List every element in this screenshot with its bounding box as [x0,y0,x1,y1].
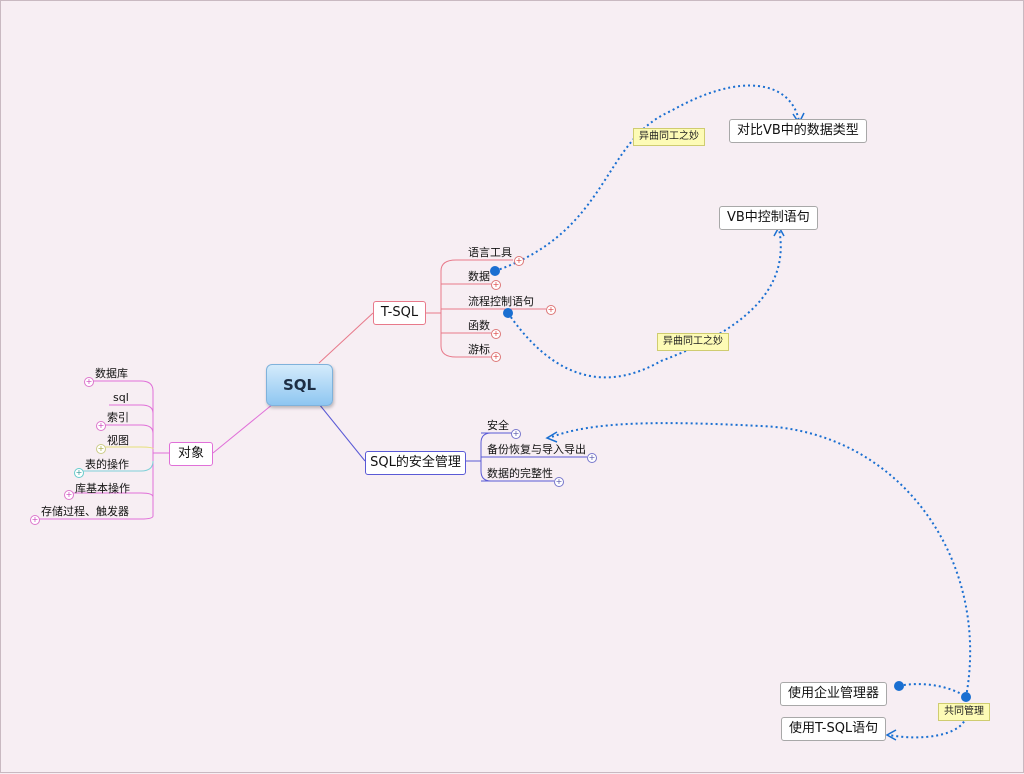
subtopic-sql[interactable]: sql [113,391,129,404]
expand-icon[interactable]: + [64,490,74,500]
expand-icon[interactable]: + [84,377,94,387]
expand-icon[interactable]: + [587,453,597,463]
expand-icon[interactable]: + [74,468,84,478]
arrow-tsqlstmt [885,729,897,741]
expand-icon[interactable]: + [546,305,556,315]
subtopic-safety[interactable]: 安全 [487,419,509,432]
subtopic-integrity[interactable]: 数据的完整性 [487,467,553,480]
expand-icon[interactable]: + [511,429,521,439]
expand-icon[interactable]: + [514,256,524,266]
link-root-objects [212,403,274,454]
root-topic[interactable]: SQL [266,364,333,406]
relation-label-3[interactable]: 共同管理 [938,703,990,721]
link-root-tsql [318,312,374,364]
subtopic-flow-control[interactable]: 流程控制语句 [468,295,534,308]
subtopic-procs-triggers[interactable]: 存储过程、触发器 [41,505,129,518]
relation-lang-vbtypes [494,84,800,272]
relation-label-2[interactable]: 异曲同工之妙 [657,333,729,351]
subtopic-lang-tools[interactable]: 语言工具 [468,246,512,259]
subtopic-data[interactable]: 数据 [468,270,490,283]
floating-vb-control[interactable]: VB中控制语句 [719,206,818,230]
link-tsql-children [440,259,546,358]
expand-icon[interactable]: + [491,280,501,290]
topic-tsql[interactable]: T-SQL [373,301,426,325]
link-objects-view [103,446,154,450]
link-security-children [481,432,587,482]
expand-icon[interactable]: + [96,444,106,454]
topic-security[interactable]: SQL的安全管理 [365,451,466,475]
relation-flow-vbcontrol [507,228,782,379]
topic-objects[interactable]: 对象 [169,442,213,466]
subtopic-index[interactable]: 索引 [107,411,129,424]
floating-enterprise-manager[interactable]: 使用企业管理器 [780,682,888,706]
subtopic-cursor[interactable]: 游标 [468,343,490,356]
floating-tsql-statement[interactable]: 使用T-SQL语句 [781,717,887,741]
expand-icon[interactable]: + [30,515,40,525]
link-root-security [318,403,366,462]
subtopic-view[interactable]: 视图 [107,434,129,447]
arrow-backup [545,431,558,443]
relation-dot [894,681,904,691]
link-objects-children [37,380,154,520]
relation-enterprise-common [898,683,967,698]
link-objects-bracket [152,391,169,516]
subtopic-functions[interactable]: 函数 [468,319,490,332]
expand-icon[interactable]: + [491,352,501,362]
expand-icon[interactable]: + [96,421,106,431]
relation-common-backup [548,422,972,698]
relation-dot [490,266,500,276]
subtopic-database[interactable]: 数据库 [95,367,128,380]
subtopic-backup[interactable]: 备份恢复与导入导出 [487,443,586,456]
relation-common-tsqlstmt [888,716,967,739]
expand-icon[interactable]: + [491,329,501,339]
subtopic-table-ops[interactable]: 表的操作 [85,458,129,471]
floating-vb-types[interactable]: 对比VB中的数据类型 [729,119,867,143]
subtopic-db-ops[interactable]: 库基本操作 [75,482,130,495]
link-objects-table [81,460,154,472]
expand-icon[interactable]: + [554,477,564,487]
relation-dot [961,692,971,702]
relation-label-1[interactable]: 异曲同工之妙 [633,128,705,146]
relation-dot [503,308,513,318]
